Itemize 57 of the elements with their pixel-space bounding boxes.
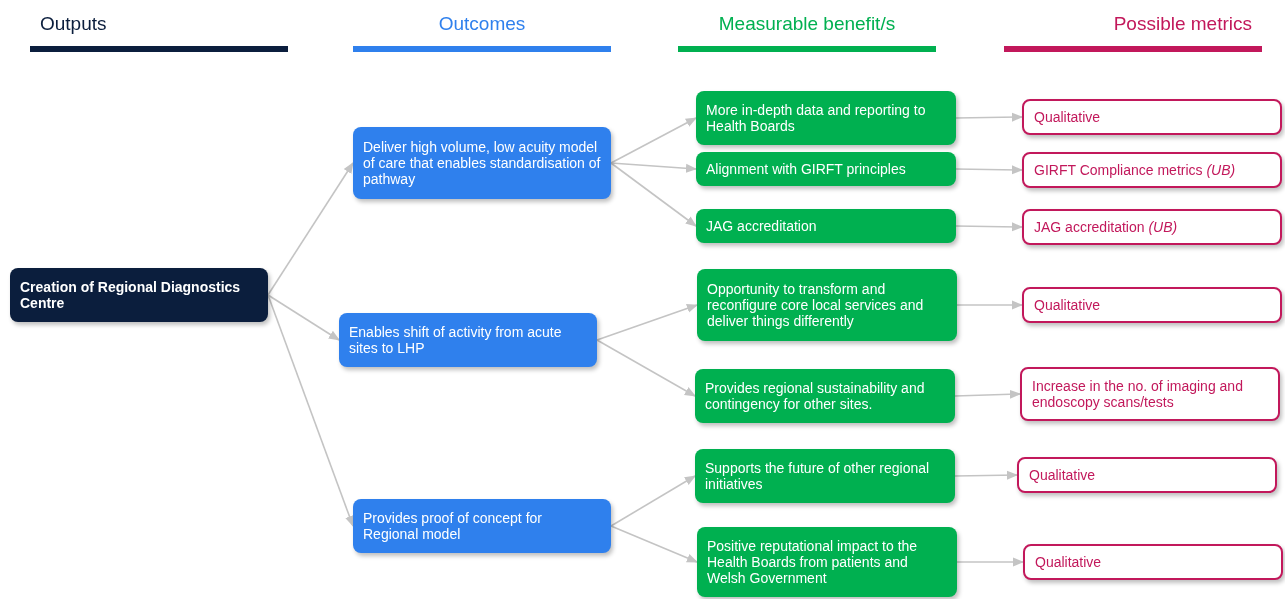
benefit-box bbox=[696, 91, 956, 145]
arrow bbox=[267, 294, 340, 341]
node-text: JAG accreditation bbox=[706, 217, 818, 235]
arrow bbox=[954, 470, 1019, 480]
outcome-box bbox=[353, 127, 611, 199]
arrow bbox=[955, 112, 1024, 122]
metric-box bbox=[1020, 367, 1280, 421]
node-text: Qualitative bbox=[1035, 553, 1103, 571]
benefit-box bbox=[696, 209, 956, 243]
column-heading: Possible metrics bbox=[1113, 13, 1252, 35]
benefit-box bbox=[695, 449, 955, 503]
outcome-box bbox=[353, 499, 611, 553]
node-text: Creation of Regional Diagnostics Centre bbox=[20, 278, 242, 312]
arrow bbox=[610, 162, 698, 173]
benefit-box bbox=[697, 269, 957, 341]
arrow bbox=[610, 525, 699, 563]
node-text: Alignment with GIRFT principles bbox=[706, 160, 907, 178]
arrow bbox=[267, 162, 354, 296]
node-text: Positive reputational impact to the Health Boards from patients and Welsh Government bbox=[707, 537, 919, 587]
arrow bbox=[956, 557, 1025, 567]
node-text: Qualitative bbox=[1029, 466, 1097, 484]
node-text: JAG accreditation (UB) bbox=[1034, 218, 1179, 236]
column-heading: Measurable benefit/s bbox=[718, 13, 896, 35]
node-text: Opportunity to transform and reconfigure core local services and deliver things differently bbox=[707, 280, 925, 330]
benefit-box bbox=[697, 527, 957, 597]
node-text: Supports the future of other regional initiatives bbox=[705, 459, 931, 493]
node-text: Provides regional sustainability and contingency for other sites. bbox=[705, 379, 926, 413]
column-heading: Outputs bbox=[40, 13, 107, 35]
benefit-box bbox=[696, 152, 956, 186]
arrow bbox=[610, 162, 697, 227]
node-text: GIRFT Compliance metrics (UB) bbox=[1034, 161, 1237, 179]
metric-box bbox=[1022, 152, 1282, 188]
arrow bbox=[610, 475, 696, 527]
benefit-box bbox=[695, 369, 955, 423]
node-text: Increase in the no. of imaging and endoscopy scans/tests bbox=[1032, 377, 1244, 411]
metric-box bbox=[1017, 457, 1277, 493]
node-text: Enables shift of activity from acute sites to LHP bbox=[349, 323, 563, 357]
metric-box bbox=[1022, 99, 1282, 135]
arrow bbox=[267, 294, 354, 528]
output-box bbox=[10, 268, 268, 322]
arrow bbox=[956, 300, 1024, 310]
arrow bbox=[596, 304, 699, 341]
arrow bbox=[954, 389, 1022, 399]
node-text: Provides proof of concept for Regional model bbox=[363, 509, 543, 543]
arrow bbox=[610, 117, 697, 164]
arrow bbox=[955, 165, 1024, 175]
column-heading: Outcomes bbox=[438, 13, 526, 35]
metric-box bbox=[1023, 544, 1283, 580]
outcome-box bbox=[339, 313, 597, 367]
node-text: More in-depth data and reporting to Health Boards bbox=[706, 101, 927, 135]
metric-box bbox=[1022, 209, 1282, 245]
metric-box bbox=[1022, 287, 1282, 323]
node-text: Qualitative bbox=[1034, 296, 1102, 314]
arrow bbox=[596, 339, 696, 397]
arrow bbox=[955, 222, 1024, 232]
node-text: Deliver high volume, low acuity model of care that enables standardisation of pathway bbox=[363, 138, 601, 188]
node-text: Qualitative bbox=[1034, 108, 1102, 126]
